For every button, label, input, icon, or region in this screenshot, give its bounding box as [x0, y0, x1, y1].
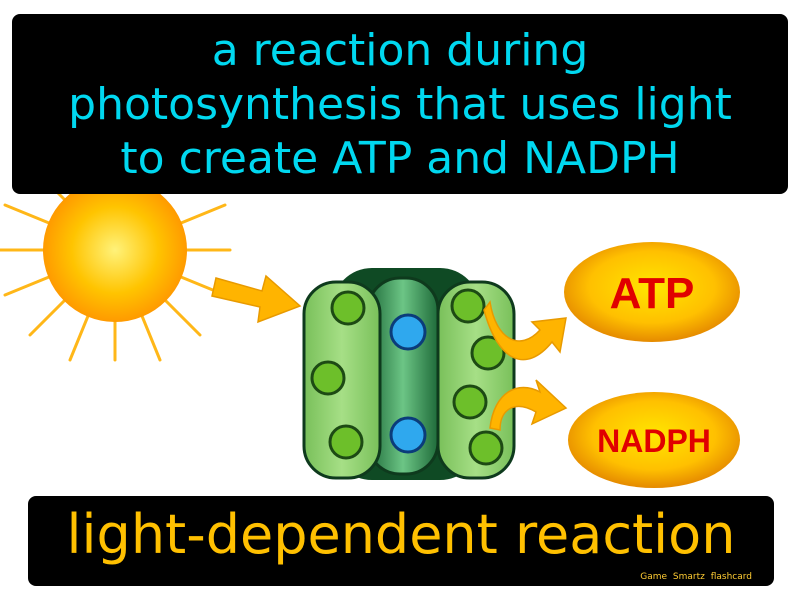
- term-box: light-dependent reaction Game Smartz fla…: [28, 496, 774, 586]
- definition-box: a reaction during photosynthesis that us…: [12, 14, 788, 194]
- product-arrow-icon: [483, 300, 568, 431]
- light-arrow-icon: [211, 274, 302, 324]
- sun-icon: [0, 138, 232, 362]
- atp-oval: [564, 242, 740, 342]
- atp-label: ATP: [610, 269, 695, 318]
- nadph-oval: [568, 392, 740, 488]
- credit-text: Game Smartz flashcard: [640, 572, 752, 582]
- term-text: light-dependent reaction: [66, 503, 736, 566]
- definition-text: a reaction during photosynthesis that us…: [68, 25, 732, 184]
- chloroplast-icon: [302, 268, 516, 480]
- nadph-label: NADPH: [597, 423, 711, 459]
